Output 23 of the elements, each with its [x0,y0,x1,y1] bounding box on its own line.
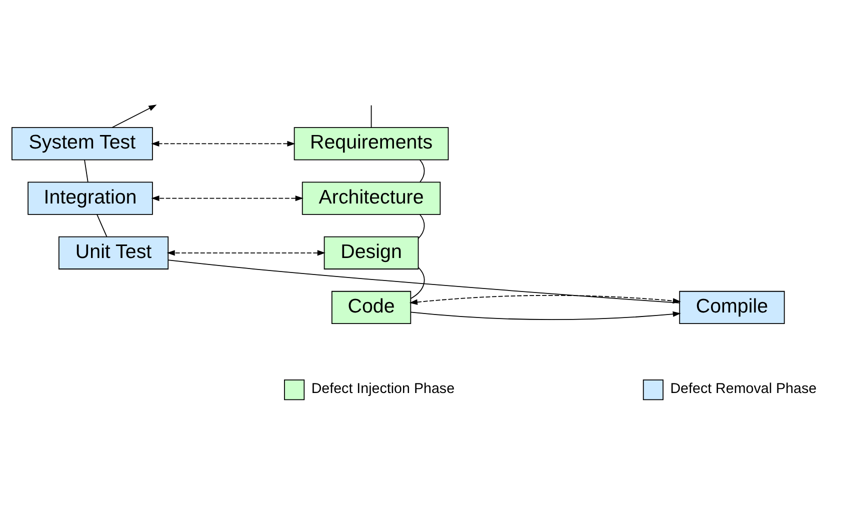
node-box: Unit Test [58,236,169,269]
arrow [410,310,681,320]
node-box: Compile [679,290,785,324]
node-box: System Test [12,126,153,160]
legend-label: Defect Injection Phase [311,380,455,397]
connector [410,266,425,298]
node-box: Code [331,290,412,324]
connector [419,158,425,182]
connector [84,158,88,182]
arrow [409,294,681,304]
connector [96,214,108,237]
arrow [151,140,296,146]
connector [168,259,680,303]
node-box: Design [324,236,419,269]
connector [370,104,372,128]
arrow [151,194,304,201]
node-box: Architecture [302,181,441,214]
legend-label: Defect Removal Phase [670,380,817,397]
node-box: Requirements [294,126,449,160]
arrow [166,250,326,256]
arrow [112,104,157,128]
connector [418,214,425,238]
node-box: Integration [28,181,153,214]
